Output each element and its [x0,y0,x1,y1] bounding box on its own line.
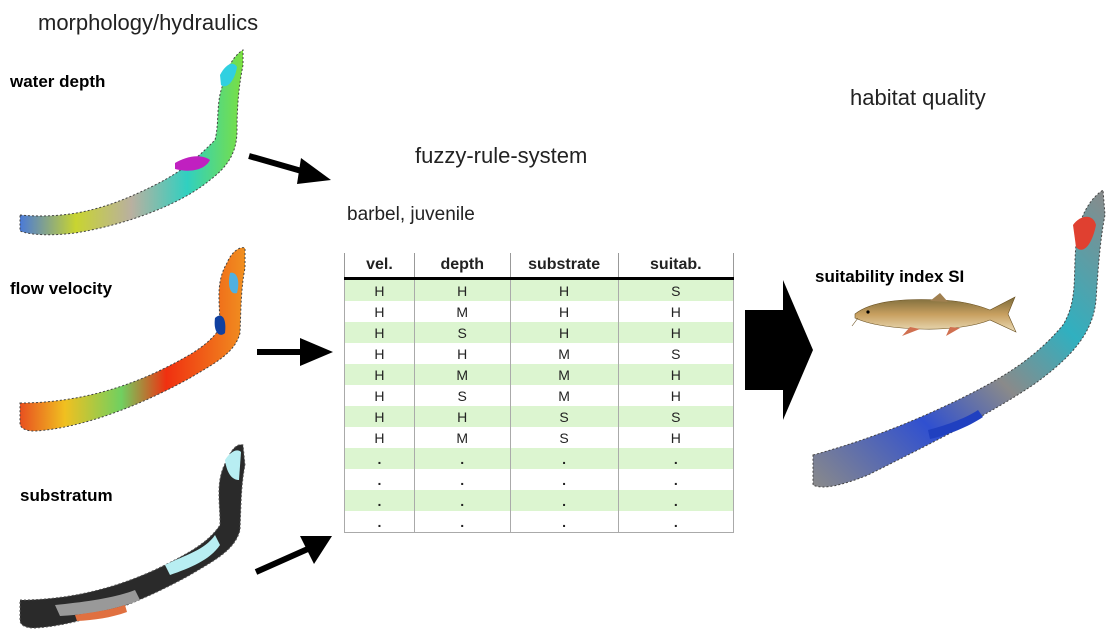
table-cell: . [413,469,511,490]
table-cell: . [509,511,619,533]
table-cell: . [344,448,415,469]
table-row: .... [344,511,735,533]
table-cell: H [413,278,511,301]
table-cell: . [617,511,735,533]
arrow-rules-to-suitability [745,280,813,420]
table-row: .... [344,448,735,469]
table-cell: . [413,490,511,511]
table-cell: H [509,278,619,301]
table-cell: . [413,511,511,533]
table-cell: H [344,278,415,301]
substratum-map [19,444,246,629]
table-cell: S [413,322,511,343]
arrow-substratum-to-rules [254,536,332,575]
header-vel: vel. [344,253,415,280]
flow-velocity-map [19,247,246,432]
table-cell: . [509,448,619,469]
table-cell: . [344,511,415,533]
table-cell: . [617,469,735,490]
table-cell: . [617,490,735,511]
table-cell: H [344,427,415,448]
table-cell: H [509,322,619,343]
table-caption-barbel-juvenile: barbel, juvenile [347,204,475,225]
table-cell: H [617,427,735,448]
label-suitability-index: suitability index SI [815,267,965,286]
table-cell: S [617,278,735,301]
table-cell: . [509,469,619,490]
table-cell: H [344,301,415,322]
table-cell: S [617,406,735,427]
heading-morphology-hydraulics: morphology/hydraulics [38,10,259,35]
heading-fuzzy-rule-system: fuzzy-rule-system [415,143,588,168]
table-cell: . [413,448,511,469]
table-cell: H [617,322,735,343]
table-cell: M [509,364,619,385]
suitability-index-map [812,189,1106,488]
table-cell: H [413,343,511,364]
table-cell: M [413,364,511,385]
table-cell: S [617,343,735,364]
table-cell: . [344,490,415,511]
table-cell: H [413,406,511,427]
header-substrate: substrate [509,253,619,280]
table-cell: H [617,364,735,385]
table-cell: S [413,385,511,406]
table-cell: S [509,406,619,427]
arrow-depth-to-rules [248,153,331,184]
header-suitab: suitab. [617,253,735,280]
header-depth: depth [413,253,511,280]
table-cell: H [344,364,415,385]
table-cell: H [509,301,619,322]
table-cell: H [617,301,735,322]
table-cell: M [509,343,619,364]
water-depth-map [19,49,244,236]
table-row: .... [344,469,735,490]
table-cell: M [509,385,619,406]
table-cell: . [617,448,735,469]
label-substratum: substratum [20,486,113,505]
table-header-row: vel. depth substrate suitab. [344,253,735,280]
label-water-depth: water depth [10,72,106,91]
table-cell: H [617,385,735,406]
table-cell: H [344,406,415,427]
table-row: .... [344,490,735,511]
heading-habitat-quality: habitat quality [850,85,986,110]
arrow-velocity-to-rules [257,338,333,366]
table-cell: H [344,385,415,406]
table-cell: H [344,322,415,343]
label-flow-velocity: flow velocity [10,279,113,298]
table-cell: . [344,469,415,490]
table-cell: S [509,427,619,448]
table-cell: . [509,490,619,511]
barbel-fish-icon [851,293,1017,336]
table-cell: H [344,343,415,364]
table-cell: M [413,427,511,448]
table-cell: M [413,301,511,322]
